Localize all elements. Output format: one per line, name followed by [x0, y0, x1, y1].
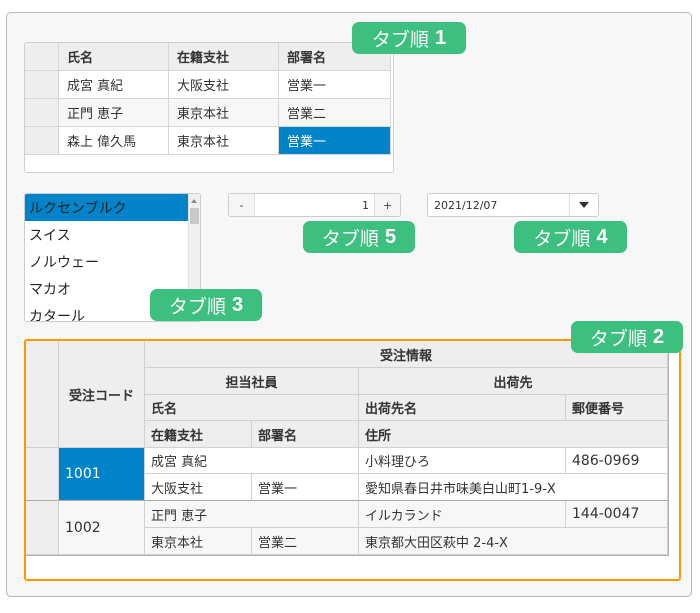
employee-grid[interactable]: 氏名 在籍支社 部署名 成宮 真紀 大阪支社 営業一 正門 恵子 東京本社 営業…	[24, 42, 394, 173]
increment-button[interactable]: +	[374, 194, 400, 216]
date-dropdown-button[interactable]	[569, 194, 598, 216]
badge-label: タブ順	[321, 227, 379, 250]
grid-cell-name[interactable]: 正門 恵子	[145, 501, 359, 528]
badge-number: 5	[384, 225, 397, 248]
column-group-staff[interactable]: 担当社員	[145, 368, 359, 395]
grid-cell-dept[interactable]: 営業一	[279, 71, 391, 99]
grid-top-left-corner	[25, 43, 59, 71]
column-header-branch[interactable]: 在籍支社	[145, 421, 252, 448]
grid-cell-address[interactable]: 愛知県春日井市味美白山町1-9-X	[359, 474, 668, 501]
grid-cell-dept-selected[interactable]: 営業一	[279, 127, 391, 155]
grid-cell-branch[interactable]: 大阪支社	[169, 71, 279, 99]
grid-cell-order-code-selected[interactable]: 1001	[59, 448, 145, 501]
row-header[interactable]	[25, 71, 59, 99]
grid-cell-branch[interactable]: 東京本社	[169, 127, 279, 155]
grid-cell-ship-name[interactable]: イルカランド	[359, 501, 566, 528]
column-header-address[interactable]: 住所	[359, 421, 668, 448]
number-stepper[interactable]: - 1 +	[228, 193, 401, 217]
row-header[interactable]	[26, 501, 59, 555]
decrement-button[interactable]: -	[229, 194, 255, 216]
grid-cell-address[interactable]: 東京都大田区萩中 2-4-X	[359, 528, 668, 555]
grid-cell-branch[interactable]: 東京本社	[145, 528, 252, 555]
date-input[interactable]: 2021/12/07	[427, 193, 599, 217]
row-header[interactable]	[25, 127, 59, 155]
row-header[interactable]	[25, 99, 59, 127]
date-value[interactable]: 2021/12/07	[434, 198, 498, 212]
grid-cell-dept[interactable]: 営業一	[252, 474, 359, 501]
grid-cell-name[interactable]: 成宮 真紀	[59, 71, 169, 99]
caret-down-icon	[579, 202, 589, 208]
grid-cell-dept[interactable]: 営業二	[252, 528, 359, 555]
row-header[interactable]	[26, 448, 59, 501]
grid-cell-branch[interactable]: 大阪支社	[145, 474, 252, 501]
scrollbar-thumb[interactable]	[190, 208, 199, 224]
scroll-up-arrow-icon[interactable]	[191, 199, 197, 203]
list-item[interactable]: マカオ	[29, 281, 71, 298]
grid-cell-postal[interactable]: 486-0969	[566, 448, 668, 474]
grid-cell-order-code[interactable]: 1002	[59, 501, 145, 555]
badge-number: 1	[434, 26, 447, 49]
list-item[interactable]: ノルウェー	[29, 254, 99, 271]
column-header-dept[interactable]: 部署名	[252, 421, 359, 448]
badge-number: 4	[596, 225, 608, 248]
badge-label: タブ順	[168, 295, 226, 318]
grid-cell-postal[interactable]: 144-0047	[566, 501, 668, 528]
number-value[interactable]: 1	[362, 198, 369, 212]
order-grid-focus-frame: 受注コード 受注情報 担当社員 出荷先 氏名 出荷先名 郵便番号 在籍支社 部署…	[24, 339, 681, 581]
column-group-ship-to[interactable]: 出荷先	[359, 368, 668, 395]
column-header-order-code[interactable]: 受注コード	[59, 341, 145, 448]
grid-cell-ship-name[interactable]: 小料理ひろ	[359, 448, 566, 474]
list-item[interactable]: カタール	[29, 308, 85, 322]
column-header-branch[interactable]: 在籍支社	[169, 43, 279, 71]
grid-top-left-corner	[26, 341, 59, 448]
column-header-name[interactable]: 氏名	[59, 43, 169, 71]
badge-label: タブ順	[533, 227, 591, 250]
grid-cell-branch[interactable]: 東京本社	[169, 99, 279, 127]
grid-cell-name[interactable]: 正門 恵子	[59, 99, 169, 127]
badge-label: タブ順	[589, 327, 647, 350]
grid-cell-dept[interactable]: 営業二	[279, 99, 391, 127]
list-item[interactable]: スイス	[29, 227, 71, 244]
column-header-ship-name[interactable]: 出荷先名	[359, 395, 566, 421]
order-grid[interactable]: 受注コード 受注情報 担当社員 出荷先 氏名 出荷先名 郵便番号 在籍支社 部署…	[26, 341, 669, 556]
grid-cell-name[interactable]: 成宮 真紀	[145, 448, 359, 474]
badge-label: タブ順	[371, 28, 429, 51]
list-item-selected[interactable]: ルクセンブルク	[25, 194, 189, 221]
column-header-name[interactable]: 氏名	[145, 395, 359, 421]
grid-cell-name[interactable]: 森上 偉久馬	[59, 127, 169, 155]
column-header-postal[interactable]: 郵便番号	[566, 395, 668, 421]
badge-number: 2	[652, 325, 665, 348]
badge-number: 3	[231, 293, 244, 316]
